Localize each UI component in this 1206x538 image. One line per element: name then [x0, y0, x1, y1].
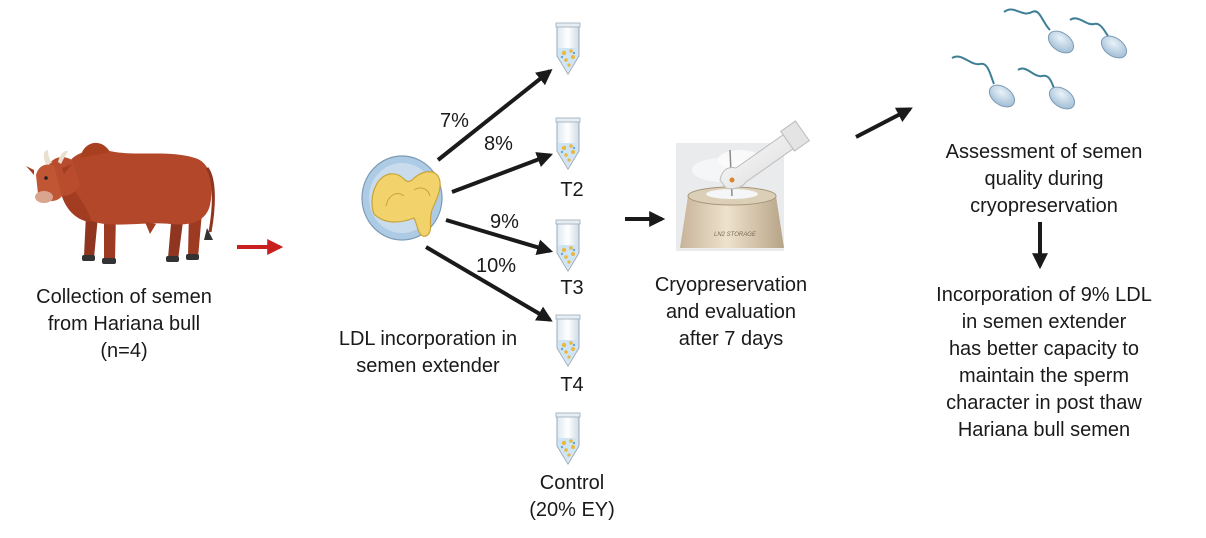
assessment-label-line1: Assessment of semen: [946, 141, 1143, 163]
tube-t3-icon: [555, 219, 581, 272]
collection-label-line3: (n=4): [100, 340, 147, 362]
ldl-label-line2: semen extender: [356, 355, 500, 377]
conclusion-line6: Hariana bull semen: [958, 419, 1130, 441]
ldl-label-line1: LDL incorporation in: [339, 328, 517, 350]
conclusion-line1: Incorporation of 9% LDL: [936, 284, 1152, 306]
conclusion-line5: character in post thaw: [946, 392, 1142, 414]
collection-label-line1: Collection of semen: [36, 286, 212, 308]
collection-label-line2: from Hariana bull: [48, 313, 200, 335]
arrow-to-t2: [451, 152, 553, 194]
tube-label-control-line2: (20% EY): [529, 499, 615, 521]
arrow-to-t1: [436, 69, 553, 162]
percent-7: 7%: [440, 110, 469, 132]
arrow-to-assessment: [855, 107, 913, 139]
percent-10: 10%: [476, 255, 516, 277]
conclusion-line4: maintain the sperm: [959, 365, 1129, 387]
hariana-bull-illustration: [26, 142, 215, 264]
cryo-label-line3: after 7 days: [679, 328, 784, 350]
conclusion-line2: in semen extender: [962, 311, 1127, 333]
tube-control-icon: [555, 412, 581, 465]
tube-label-control-line1: Control: [540, 472, 604, 494]
arrow-to-t4: [424, 245, 553, 322]
tube-t4-icon: [555, 314, 581, 367]
tube-label-t3: T3: [560, 277, 583, 299]
percent-9: 9%: [490, 211, 519, 233]
percent-8: 8%: [484, 133, 513, 155]
assessment-label-line3: cryopreservation: [970, 195, 1118, 217]
cryo-label-line1: Cryopreservation: [655, 274, 807, 296]
tube-label-t2: T2: [560, 179, 583, 201]
ldl-dish-icon: [361, 155, 443, 241]
cryo-tank-illustration: LN2 STORAGE: [676, 120, 810, 251]
tank-storage-text: LN2 STORAGE: [714, 232, 757, 238]
arrow-to-t3: [445, 218, 554, 256]
tube-label-t4: T4: [560, 374, 583, 396]
conclusion-line3: has better capacity to: [949, 338, 1139, 360]
assessment-label-line2: quality during: [985, 168, 1104, 190]
sperm-cells-illustration: [951, 8, 1128, 110]
tube-t2-icon: [555, 117, 581, 170]
cryo-label-line2: and evaluation: [666, 301, 796, 323]
tube-t1-icon: [555, 22, 581, 75]
